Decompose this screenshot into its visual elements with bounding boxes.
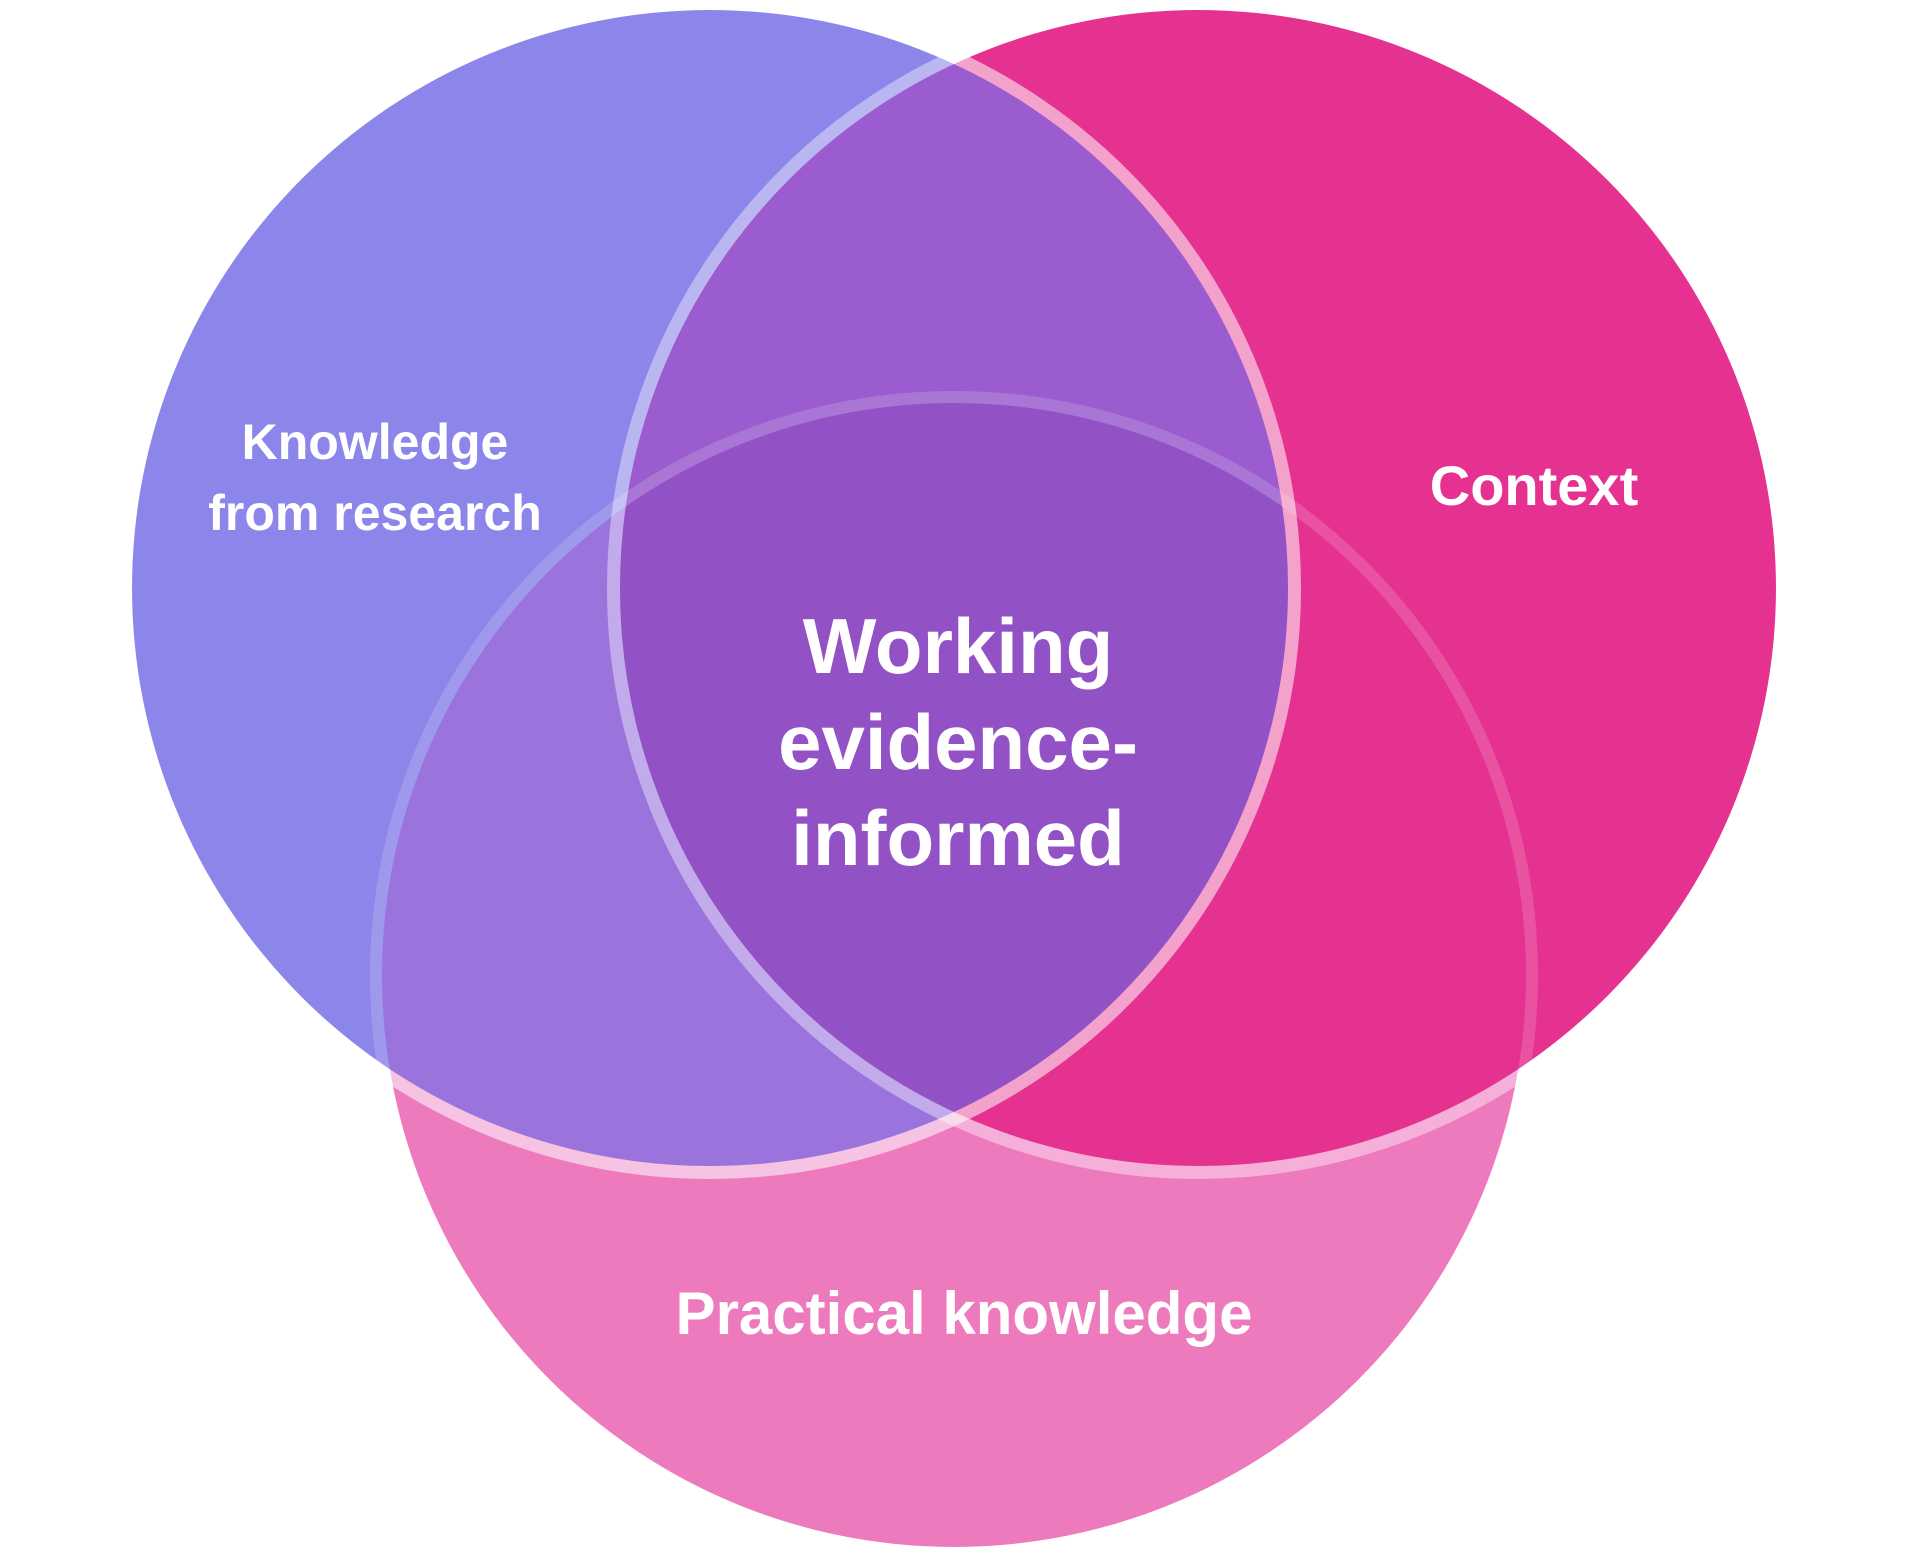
label-practical-knowledge-line1: Practical knowledge	[675, 1280, 1253, 1347]
label-knowledge-from-research: Knowledge from research	[208, 407, 542, 549]
label-knowledge-from-research-line1: Knowledge	[241, 414, 509, 470]
overlap-center-group-inner	[620, 403, 1288, 1166]
overlap-center	[620, 403, 1288, 1166]
label-center-line3: informed	[791, 794, 1125, 882]
label-center-line2: evidence-	[778, 698, 1138, 786]
overlap-center-group-outer	[620, 403, 1288, 1166]
label-context: Context	[1430, 456, 1638, 516]
label-practical-knowledge: Practical knowledge	[676, 1281, 1253, 1347]
label-knowledge-from-research-line2: from research	[208, 485, 542, 541]
outline-context	[607, 0, 1789, 1179]
outline-practical-knowledge	[370, 391, 1538, 1559]
label-context-line1: Context	[1429, 454, 1639, 517]
label-center-line1: Working	[802, 602, 1114, 690]
label-working-evidence-informed: Working evidence- informed	[778, 598, 1138, 886]
outline-knowledge-from-research	[119, 0, 1301, 1179]
